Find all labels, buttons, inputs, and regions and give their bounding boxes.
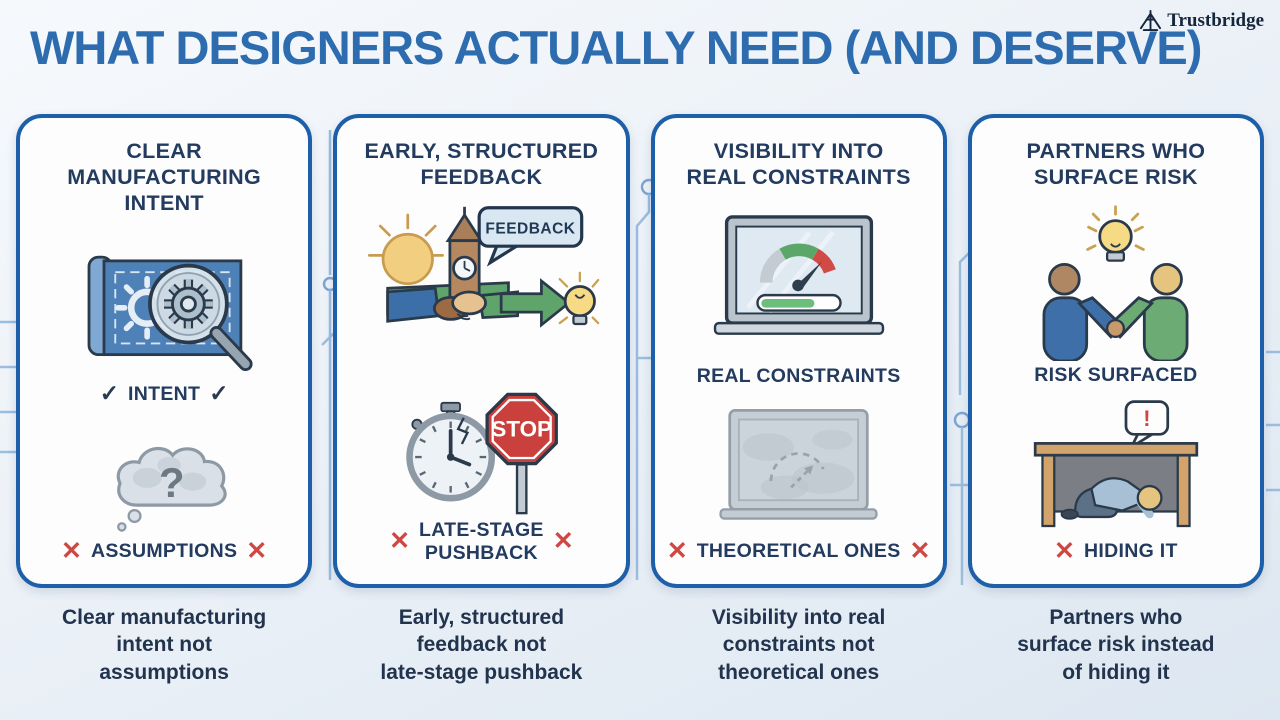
- cards-row: CLEAR MANUFACTURING INTENT: [16, 114, 1264, 588]
- stop-text: STOP: [491, 417, 552, 442]
- blueprint-magnifier-gear-icon: [87, 256, 253, 372]
- good-label-row: ✓ INTENT ✓: [100, 382, 229, 405]
- cross-icon: ✕: [666, 536, 688, 565]
- bad-label-row: ✕ HIDING IT: [1054, 536, 1178, 565]
- alert-speech-bubble: !: [1124, 400, 1169, 451]
- trustbridge-logo: Trustbridge: [1138, 9, 1264, 32]
- hiding-under-table-icon: !: [1033, 400, 1199, 528]
- magnifier-gear: [164, 279, 213, 329]
- good-block: FEEDBACK: [362, 198, 600, 363]
- cross-icon: ✕: [1054, 536, 1075, 565]
- card-title: PARTNERS WHO SURFACE RISK: [1026, 139, 1206, 190]
- arrow-icon: [500, 278, 572, 329]
- bad-label-row: ✕ THEORETICAL ONES ✕: [666, 536, 931, 565]
- page-title: WHAT DESIGNERS ACTUALLY NEED (AND DESERV…: [30, 21, 1202, 74]
- caption-card-3: Visibility into real constraints not the…: [711, 606, 886, 684]
- bad-block: ? ✕ ASSUMPTIONS ✕: [61, 418, 267, 564]
- caption-card-1: Clear manufacturing intent not assumptio…: [62, 606, 267, 684]
- bad-label: THEORETICAL ONES: [696, 540, 901, 563]
- dashed-gauge-icon: [769, 452, 825, 489]
- check-icon: ✓: [209, 380, 229, 407]
- handshake-arrow-lightbulb-icon: FEEDBACK: [368, 206, 600, 329]
- good-label: INTENT: [128, 382, 201, 405]
- card-title: CLEAR MANUFACTURING INTENT: [67, 139, 262, 216]
- foggy-laptop-icon: [719, 408, 878, 520]
- bad-block: STOP ✕ LATE-STAGE PUSHBACK ✕: [374, 371, 589, 564]
- bad-label: ASSUMPTIONS: [90, 540, 238, 563]
- stopwatch-icon: [406, 402, 495, 502]
- bad-label: LATE-STAGE PUSHBACK: [419, 519, 544, 564]
- stopwatch-stop-sign-icon: STOP: [406, 392, 558, 515]
- bubble-text: FEEDBACK: [486, 221, 576, 238]
- gauge-icon: [759, 243, 836, 283]
- left-person-figure: [1042, 262, 1123, 361]
- question-thought-cloud-icon: ?: [116, 446, 227, 532]
- bad-label: HIDING IT: [1084, 540, 1178, 563]
- caption-card-4: Partners who surface risk instead of hid…: [1017, 606, 1215, 684]
- caption-card-2: Early, structured feedback not late-stag…: [380, 606, 583, 684]
- card-visibility-real-constraints: VISIBILITY INTO REAL CONSTRAINTS: [650, 114, 947, 588]
- progress-bar: [755, 293, 842, 312]
- cross-icon: ✕: [909, 536, 931, 565]
- good-block: ✓ INTENT ✓: [59, 229, 269, 405]
- cross-icon: ✕: [552, 527, 574, 556]
- lightbulb-icon: [1086, 204, 1146, 262]
- bad-block: ✕ THEORETICAL ONES ✕: [666, 403, 931, 565]
- bridge-icon: [1140, 9, 1162, 32]
- lightbulb-icon: [558, 271, 600, 326]
- hiding-person-figure: [1060, 477, 1163, 520]
- card-early-structured-feedback: EARLY, STRUCTURED FEEDBACK: [333, 114, 630, 588]
- speech-bubble: FEEDBACK: [477, 206, 584, 267]
- cross-icon: ✕: [246, 537, 268, 565]
- bad-label-row: ✕ ASSUMPTIONS ✕: [61, 539, 267, 564]
- bad-label-row: ✕ LATE-STAGE PUSHBACK ✕: [389, 519, 574, 564]
- cross-icon: ✕: [389, 527, 411, 556]
- clasped-hands: [1106, 318, 1126, 338]
- bad-block: !: [1011, 398, 1221, 564]
- card-title: VISIBILITY INTO REAL CONSTRAINTS: [686, 139, 911, 190]
- sun-icon: [368, 213, 445, 286]
- captions-row: Clear manufacturing intent not assumptio…: [16, 604, 1264, 686]
- good-label-row: REAL CONSTRAINTS: [697, 365, 901, 387]
- stop-sign-icon: STOP: [485, 392, 558, 515]
- good-label-row: RISK SURFACED: [1034, 364, 1197, 386]
- card-title: EARLY, STRUCTURED FEEDBACK: [364, 139, 599, 190]
- clock-tower-icon: [445, 207, 484, 311]
- good-label: REAL CONSTRAINTS: [696, 364, 901, 387]
- cross-icon: ✕: [61, 537, 82, 565]
- laptop-gauge-icon: [713, 214, 884, 335]
- alert-text: !: [1143, 406, 1150, 431]
- card-clear-manufacturing-intent: CLEAR MANUFACTURING INTENT: [16, 114, 313, 588]
- logo-text: Trustbridge: [1167, 9, 1264, 31]
- check-icon: ✓: [99, 380, 120, 407]
- table-icon: [1033, 442, 1199, 528]
- card-partners-surface-risk: PARTNERS WHO SURFACE RISK: [967, 114, 1264, 588]
- good-block: REAL CONSTRAINTS: [688, 207, 910, 387]
- good-block: RISK SURFACED: [1008, 203, 1223, 386]
- good-label: RISK SURFACED: [1034, 363, 1198, 386]
- right-person-figure: [1109, 262, 1189, 361]
- question-mark: ?: [159, 459, 185, 506]
- partners-handshake-lightbulb-icon: [1042, 204, 1189, 361]
